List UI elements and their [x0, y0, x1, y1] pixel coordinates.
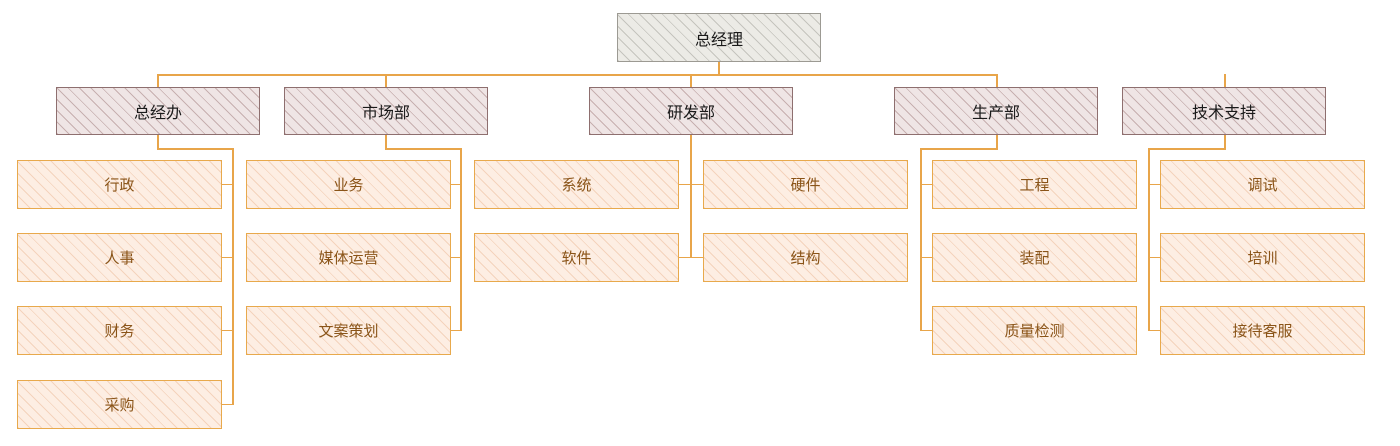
node-sub-engineering[interactable]: 工程: [932, 160, 1137, 209]
node-sub-training[interactable]: 培训: [1160, 233, 1365, 282]
connector-line: [232, 148, 234, 405]
node-sub-copywriting[interactable]: 文案策划: [246, 306, 451, 355]
connector-line: [157, 74, 998, 76]
connector-line: [718, 62, 720, 75]
node-sub-business[interactable]: 业务: [246, 160, 451, 209]
connector-line: [996, 74, 998, 88]
node-sub-quality-inspection[interactable]: 质量检测: [932, 306, 1137, 355]
connector-line: [920, 257, 933, 258]
node-sub-software[interactable]: 软件: [474, 233, 679, 282]
node-dept-production[interactable]: 生产部: [894, 87, 1098, 135]
connector-line: [920, 148, 998, 150]
connector-line: [1224, 74, 1226, 88]
connector-line: [690, 134, 692, 258]
node-sub-customer-service[interactable]: 接待客服: [1160, 306, 1365, 355]
connector-line: [920, 184, 933, 185]
connector-line: [1148, 330, 1161, 331]
node-sub-structure[interactable]: 结构: [703, 233, 908, 282]
connector-line: [690, 74, 692, 88]
connector-line: [450, 330, 462, 331]
node-sub-finance[interactable]: 财务: [17, 306, 222, 355]
connector-line: [221, 330, 234, 331]
connector-line: [221, 184, 234, 185]
connector-line: [1148, 184, 1161, 185]
connector-line: [450, 257, 462, 258]
connector-line: [1148, 148, 1150, 331]
node-dept-general-office[interactable]: 总经办: [56, 87, 260, 135]
node-sub-media-ops[interactable]: 媒体运营: [246, 233, 451, 282]
connector-line: [385, 134, 387, 149]
node-sub-hr[interactable]: 人事: [17, 233, 222, 282]
node-dept-tech-support[interactable]: 技术支持: [1122, 87, 1326, 135]
connector-line: [920, 330, 933, 331]
connector-line: [996, 134, 998, 149]
node-sub-assembly[interactable]: 装配: [932, 233, 1137, 282]
connector-line: [157, 148, 234, 150]
connector-line: [1148, 257, 1161, 258]
node-sub-debugging[interactable]: 调试: [1160, 160, 1365, 209]
node-sub-procurement[interactable]: 采购: [17, 380, 222, 429]
connector-line: [221, 257, 234, 258]
connector-line: [920, 148, 922, 331]
connector-line: [1148, 148, 1226, 150]
node-sub-system[interactable]: 系统: [474, 160, 679, 209]
connector-line: [460, 148, 462, 331]
connector-line: [157, 74, 159, 88]
connector-line: [1224, 134, 1226, 149]
connector-line: [221, 404, 234, 405]
connector-line: [678, 184, 704, 185]
connector-line: [678, 257, 704, 258]
connector-line: [385, 74, 387, 88]
connector-line: [450, 184, 462, 185]
connector-line: [157, 134, 159, 149]
node-dept-marketing[interactable]: 市场部: [284, 87, 488, 135]
connector-line: [385, 148, 462, 150]
node-dept-rnd[interactable]: 研发部: [589, 87, 793, 135]
node-sub-hardware[interactable]: 硬件: [703, 160, 908, 209]
node-sub-admin[interactable]: 行政: [17, 160, 222, 209]
node-general-manager[interactable]: 总经理: [617, 13, 821, 62]
